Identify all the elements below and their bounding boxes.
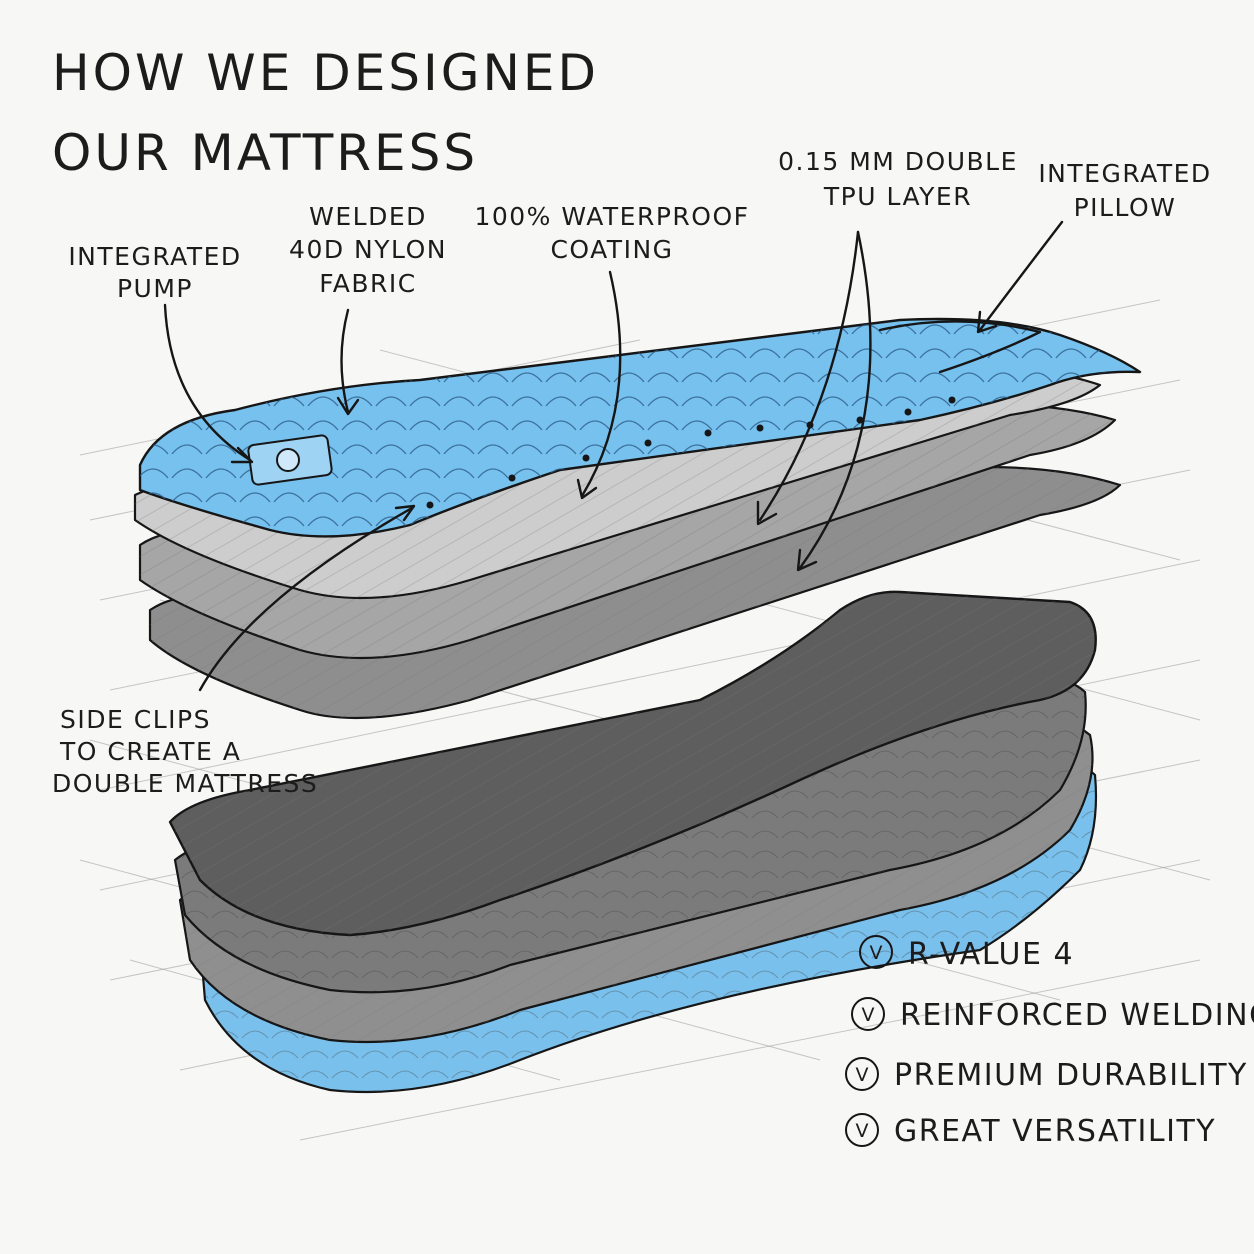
feature-item: V PREMIUM DURABILITY xyxy=(845,1057,1248,1093)
waterproof-label-line-1: 100% WATERPROOF xyxy=(474,202,749,231)
clips-label-line-2: TO CREATE A xyxy=(59,737,241,766)
tpu-label-line-1: 0.15 MM DOUBLE xyxy=(778,147,1018,176)
callout-arrows xyxy=(163,220,1064,692)
pillow-label-line-2: PILLOW xyxy=(1074,193,1177,222)
waterproof-label-line-2: COATING xyxy=(550,235,673,264)
title-line-1: HOW WE DESIGNED xyxy=(52,44,599,102)
callout-integrated-pump: INTEGRATED PUMP xyxy=(68,242,241,303)
tpu-label-line-2: TPU LAYER xyxy=(823,182,972,211)
check-mark: V xyxy=(856,1120,869,1142)
feature-premium-durability: PREMIUM DURABILITY xyxy=(894,1058,1248,1093)
feature-item: V REINFORCED WELDING xyxy=(851,997,1254,1033)
callout-integrated-pillow: INTEGRATED PILLOW xyxy=(1038,159,1211,222)
pump-label-line-2: PUMP xyxy=(117,274,193,303)
features-list: V R-VALUE 4 V REINFORCED WELDING V PREMI… xyxy=(845,935,1254,1149)
check-circle-icon xyxy=(859,935,893,969)
check-circle-icon xyxy=(845,1113,879,1147)
check-circle-icon xyxy=(851,997,885,1031)
fabric-label-line-3: FABRIC xyxy=(319,269,417,298)
pump-label-line-1: INTEGRATED xyxy=(68,242,241,271)
check-mark: V xyxy=(870,942,883,964)
check-circle-icon xyxy=(845,1057,879,1091)
callout-nylon-fabric: WELDED 40D NYLON FABRIC xyxy=(289,202,447,298)
clips-label-line-1: SIDE CLIPS xyxy=(60,705,211,734)
title-line-2: OUR MATTRESS xyxy=(52,124,478,182)
check-mark: V xyxy=(856,1064,869,1086)
pillow-outline xyxy=(878,320,1042,374)
pillow-label-line-1: INTEGRATED xyxy=(1038,159,1211,188)
feature-item: V R-VALUE 4 xyxy=(859,935,1074,972)
callout-waterproof-coating: 100% WATERPROOF COATING xyxy=(474,202,749,264)
check-mark: V xyxy=(862,1004,875,1026)
callout-tpu-layer: 0.15 MM DOUBLE TPU LAYER xyxy=(778,147,1018,211)
callout-side-clips: SIDE CLIPS TO CREATE A DOUBLE MATTRESS xyxy=(52,705,318,798)
feature-item: V GREAT VERSATILITY xyxy=(845,1113,1216,1149)
clips-label-line-3: DOUBLE MATTRESS xyxy=(52,769,318,798)
feature-great-versatility: GREAT VERSATILITY xyxy=(894,1114,1216,1149)
fabric-label-line-1: WELDED xyxy=(309,202,427,231)
feature-reinforced-welding: REINFORCED WELDING xyxy=(900,998,1254,1033)
feature-r-value: R-VALUE 4 xyxy=(908,937,1074,972)
fabric-label-line-2: 40D NYLON xyxy=(289,235,447,264)
